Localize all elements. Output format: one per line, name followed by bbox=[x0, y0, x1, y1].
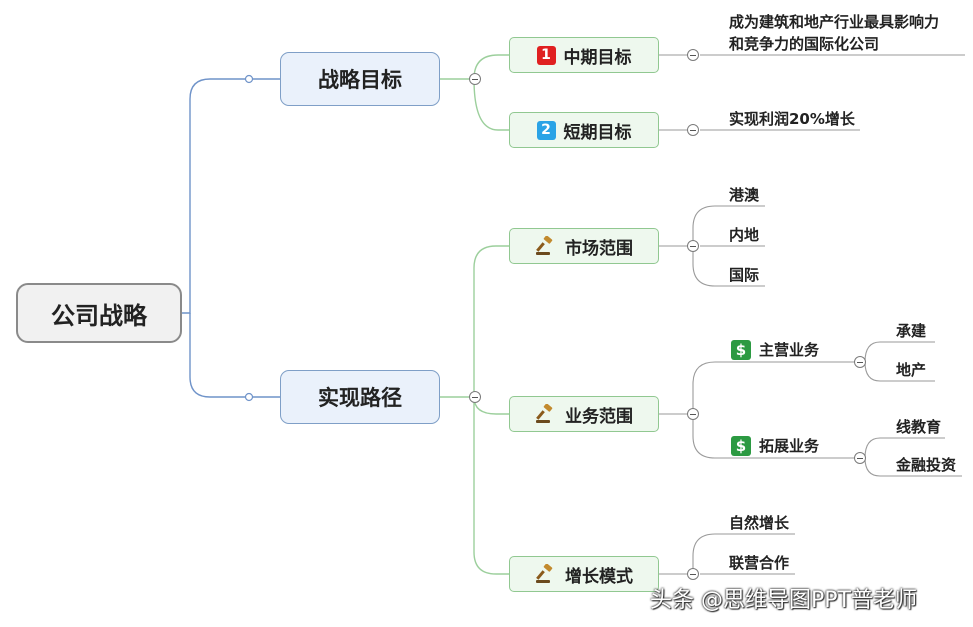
node-short-term-goal[interactable]: 2 短期目标 bbox=[509, 112, 659, 148]
dollar-icon: $ bbox=[731, 339, 751, 360]
leaf-text: 实现利润20%增长 bbox=[729, 110, 855, 128]
node-business-scope[interactable]: 业务范围 bbox=[509, 396, 659, 432]
node-label: 增长模式 bbox=[565, 566, 633, 587]
node-market-scope[interactable]: 市场范围 bbox=[509, 228, 659, 264]
priority-1-icon: 1 bbox=[536, 45, 556, 65]
leaf-text: 和竞争力的国际化公司 bbox=[729, 35, 880, 53]
collapse-toggle[interactable] bbox=[687, 240, 699, 252]
leaf-text: 金融投资 bbox=[896, 456, 957, 474]
node-mid-term-goal[interactable]: 1 中期目标 bbox=[509, 37, 659, 73]
watermark-text: 头条 @思维导图PPT普老师 bbox=[650, 588, 917, 613]
dollar-icon: $ bbox=[731, 435, 751, 456]
leaf-text: 成为建筑和地产行业最具影响力 bbox=[729, 13, 940, 31]
node-growth-model[interactable]: 增长模式 bbox=[509, 556, 659, 592]
leaf-text: 内地 bbox=[729, 226, 760, 244]
subnode-core-business[interactable]: $ 主营业务 bbox=[731, 339, 819, 360]
branch-label: 战略目标 bbox=[318, 68, 402, 92]
branch-label: 实现路径 bbox=[318, 386, 402, 410]
leaf-text: 港澳 bbox=[729, 186, 760, 204]
subnode-expansion-business[interactable]: $ 拓展业务 bbox=[731, 435, 819, 456]
leaf-text: 自然增长 bbox=[729, 514, 790, 532]
root-node[interactable]: 公司战略 bbox=[16, 283, 182, 343]
root-label: 公司战略 bbox=[51, 301, 147, 330]
priority-2-icon: 2 bbox=[536, 120, 556, 140]
collapse-toggle[interactable] bbox=[469, 73, 481, 85]
branch-implementation-path[interactable]: 实现路径 bbox=[280, 370, 440, 424]
subnode-label: 主营业务 bbox=[759, 341, 820, 359]
subnode-label: 拓展业务 bbox=[759, 437, 820, 455]
collapse-toggle[interactable] bbox=[687, 49, 699, 61]
node-label: 市场范围 bbox=[565, 238, 633, 259]
node-label: 短期目标 bbox=[563, 122, 632, 143]
leaf-text: 线教育 bbox=[896, 418, 942, 436]
collapse-toggle[interactable] bbox=[854, 356, 866, 368]
collapse-toggle[interactable] bbox=[687, 124, 699, 136]
node-label: 业务范围 bbox=[565, 406, 633, 427]
collapse-toggle[interactable] bbox=[687, 408, 699, 420]
leaf-text: 联营合作 bbox=[729, 554, 790, 572]
branch-strategic-goals[interactable]: 战略目标 bbox=[280, 52, 440, 106]
collapse-toggle[interactable] bbox=[469, 391, 481, 403]
leaf-text: 国际 bbox=[729, 266, 760, 284]
collapse-toggle[interactable] bbox=[687, 568, 699, 580]
gavel-icon bbox=[535, 236, 557, 256]
leaf-text: 地产 bbox=[896, 361, 927, 379]
gavel-icon bbox=[535, 404, 557, 424]
node-label: 中期目标 bbox=[563, 47, 632, 68]
collapse-toggle[interactable] bbox=[854, 452, 866, 464]
gavel-icon bbox=[535, 564, 557, 584]
leaf-text: 承建 bbox=[896, 322, 927, 340]
